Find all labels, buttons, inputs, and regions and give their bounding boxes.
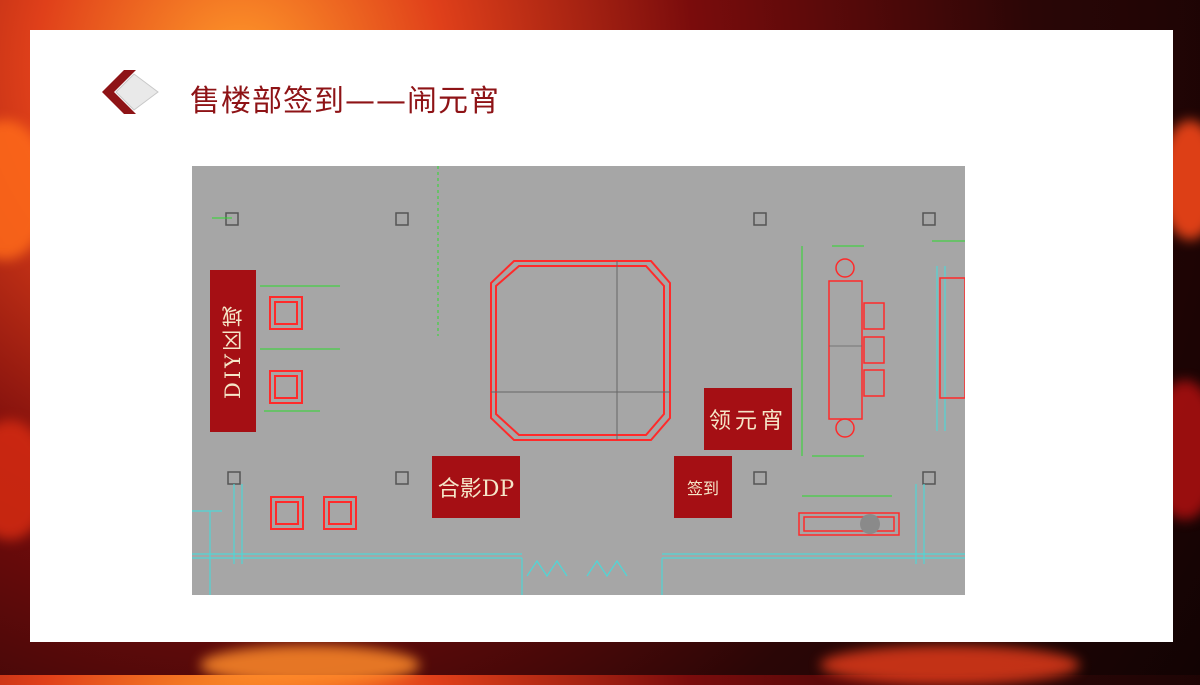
slide-card: 售楼部签到——闹元宵 <box>30 30 1173 642</box>
walls <box>192 266 965 595</box>
columns <box>225 212 936 485</box>
lantern-pickup-label: 领元宵 <box>704 388 792 450</box>
checkin-label: 签到 <box>674 456 732 518</box>
diamond-bullet-icon <box>102 70 159 114</box>
dimension-lines <box>212 166 965 497</box>
sand-table <box>490 260 671 441</box>
sand-table-axes <box>491 261 670 440</box>
diy-tables <box>269 296 357 530</box>
diy-area-label: DIY区域 <box>210 270 256 432</box>
cad-drawing <box>192 166 965 595</box>
diy-area-text: DIY区域 <box>221 303 245 399</box>
slide-title: 售楼部签到——闹元宵 <box>190 84 500 119</box>
bokeh-light <box>200 645 420 685</box>
photo-wall-label: 合影DP <box>432 456 520 518</box>
bokeh-light <box>820 645 1080 685</box>
floor-plan: DIY区域 合影DP 领元宵 签到 <box>192 166 965 595</box>
decor-plant <box>860 514 880 534</box>
lantern-counter <box>798 258 965 536</box>
